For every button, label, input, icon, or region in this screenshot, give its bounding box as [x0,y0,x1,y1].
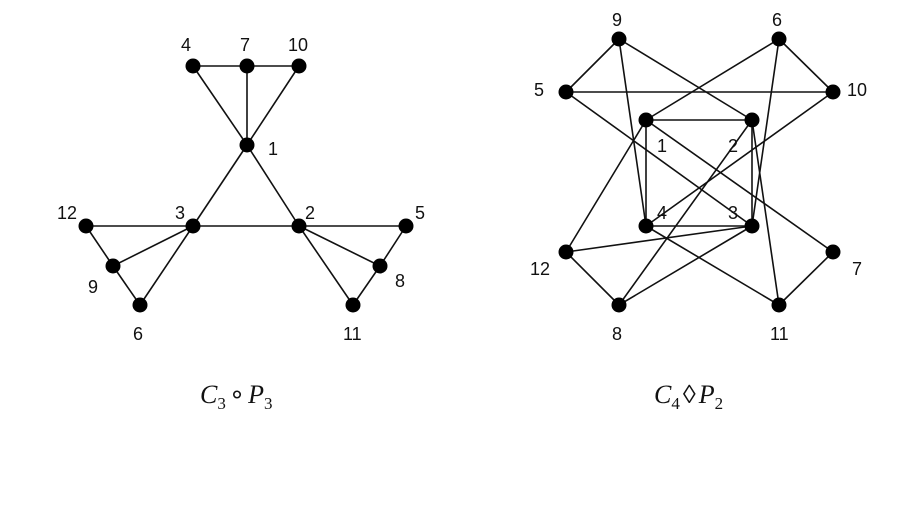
caption-subscript: 3 [264,394,273,413]
vertex-label-1: 1 [657,136,667,156]
edge-5-3 [565,91,753,227]
vertex-label-2: 2 [305,203,315,223]
edge-1-10 [246,65,300,146]
vertex-label-1: 1 [268,139,278,159]
edge-9-6 [112,265,141,306]
edge-7-11 [778,251,834,306]
vertex-5 [558,84,574,100]
edge-3-6 [139,225,194,306]
vertex-label-4: 4 [657,203,667,223]
vertex-6 [132,297,148,313]
vertex-label-3: 3 [175,203,185,223]
vertex-label-8: 8 [612,324,622,344]
vertex-label-12: 12 [530,259,550,279]
vertex-label-9: 9 [612,10,622,30]
edge-9-2 [618,38,753,121]
edge-6-3 [751,38,780,227]
vertex-label-4: 4 [181,35,191,55]
vertex-label-6: 6 [133,324,143,344]
vertex-10 [291,58,307,74]
edge-11-4 [645,225,780,306]
vertex-label-10: 10 [288,35,308,55]
vertex-9 [105,258,121,274]
edge-10-4 [645,91,834,227]
edge-8-11 [352,265,381,306]
vertex-label-7: 7 [852,259,862,279]
vertex-2 [291,218,307,234]
left-graph-caption: C3∘P3 [200,380,273,414]
vertex-7 [825,244,841,260]
caption-operator: ◊ [682,380,696,409]
edge-3-1 [192,144,248,227]
vertex-label-8: 8 [395,271,405,291]
caption-symbol: C [200,380,218,409]
caption-operator: ∘ [228,380,246,409]
caption-symbol: C [654,380,672,409]
vertex-label-2: 2 [728,136,738,156]
edge-2-8 [298,225,381,267]
caption-subscript: 4 [671,394,680,413]
edge-1-2 [246,144,300,227]
edge-9-5 [565,38,620,93]
caption-subscript: 3 [217,394,226,413]
vertex-label-3: 3 [728,203,738,223]
edge-6-1 [645,38,780,121]
edge-6-10 [778,38,834,93]
edge-9-4 [618,38,647,227]
edge-8-2 [618,119,753,306]
right-graph-caption: C4◊P2 [654,380,723,414]
vertex-4 [638,218,654,234]
vertex-2 [744,112,760,128]
caption-subscript: 2 [714,394,724,413]
edge-1-4 [192,65,248,146]
vertex-4 [185,58,201,74]
vertex-5 [398,218,414,234]
vertex-10 [825,84,841,100]
vertex-label-5: 5 [534,80,544,100]
vertex-9 [611,31,627,47]
vertex-label-10: 10 [847,80,867,100]
edge-12-1 [565,119,647,253]
edge-8-12 [565,251,620,306]
edge-7-1 [645,119,834,253]
vertex-label-6: 6 [772,10,782,30]
caption-symbol: P [698,380,715,409]
caption-symbol: P [248,380,265,409]
edge-12-3 [565,225,753,253]
edge-5-8 [379,225,407,267]
vertex-8 [372,258,388,274]
edge-12-9 [85,225,114,267]
vertex-1 [638,112,654,128]
vertex-1 [239,137,255,153]
vertex-label-5: 5 [415,203,425,223]
vertex-11 [345,297,361,313]
edge-11-2 [751,119,780,306]
vertex-label-12: 12 [57,203,77,223]
vertex-3 [185,218,201,234]
vertex-3 [744,218,760,234]
vertex-label-7: 7 [240,35,250,55]
vertex-6 [771,31,787,47]
vertex-8 [611,297,627,313]
vertex-label-11: 11 [343,324,362,344]
vertex-11 [771,297,787,313]
vertex-7 [239,58,255,74]
vertex-12 [78,218,94,234]
vertex-label-9: 9 [88,277,98,297]
edge-2-11 [298,225,354,306]
edge-8-3 [618,225,753,306]
vertex-12 [558,244,574,260]
edge-3-9 [112,225,194,267]
vertex-label-11: 11 [770,324,789,344]
